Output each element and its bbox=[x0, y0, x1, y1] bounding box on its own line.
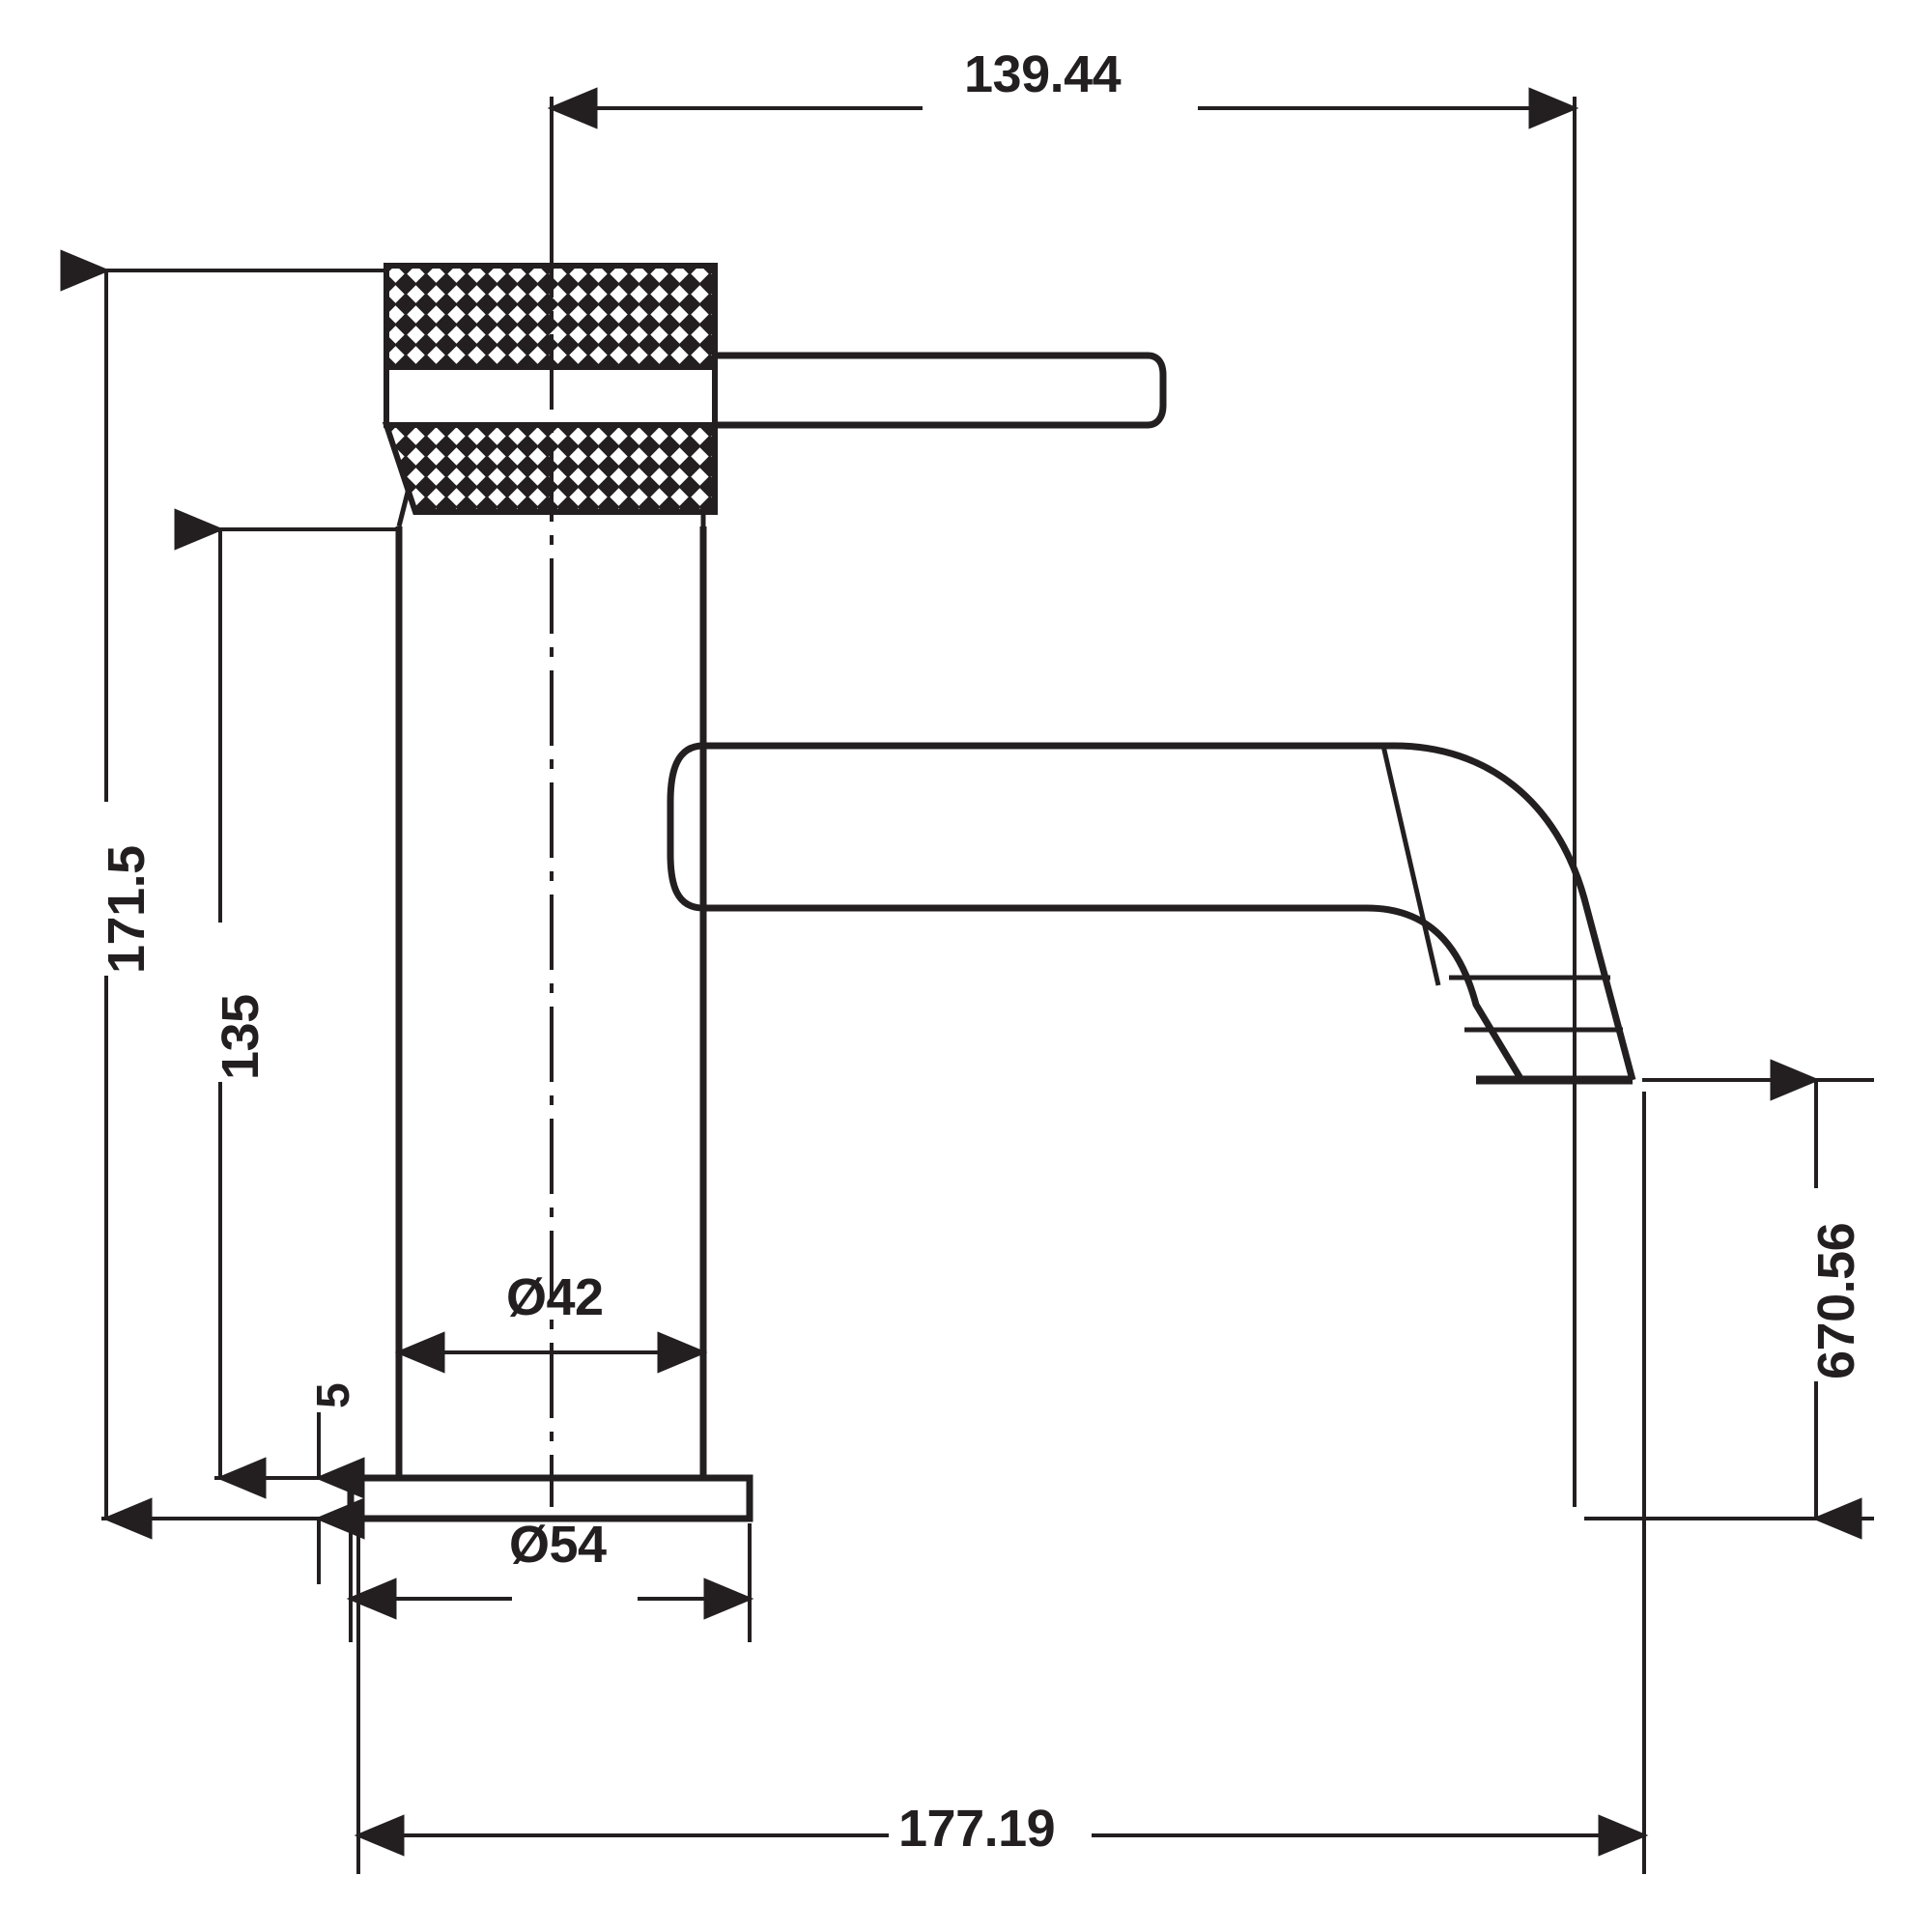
body-column-shape bbox=[395, 526, 707, 1478]
dimension-spout-height bbox=[1584, 1059, 1874, 1540]
dimension-label-base-plate-thickness: 5 bbox=[308, 1382, 359, 1408]
dimension-body-height bbox=[174, 508, 399, 1499]
dimension-label-body-diameter: Ø42 bbox=[506, 1268, 604, 1326]
dimension-base-plate-thickness bbox=[290, 1412, 367, 1584]
dimension-label-overall-width-top: 139.44 bbox=[964, 45, 1122, 103]
dimension-label-spout-height: 670.56 bbox=[1807, 1222, 1865, 1379]
dimension-label-overall-height: 171.5 bbox=[98, 845, 156, 974]
dimension-label-body-height: 135 bbox=[212, 994, 270, 1080]
spout-shape bbox=[667, 742, 1636, 1085]
dimension-label-base-diameter: Ø54 bbox=[509, 1516, 607, 1574]
dimension-overall-width-top bbox=[547, 87, 1579, 1507]
dimension-label-overall-depth-bottom: 177.19 bbox=[898, 1800, 1056, 1858]
lever-handle-shape bbox=[691, 352, 1167, 440]
dimension-overall-depth-bottom bbox=[354, 1092, 1649, 1874]
dimension-base-diameter bbox=[346, 1523, 754, 1642]
